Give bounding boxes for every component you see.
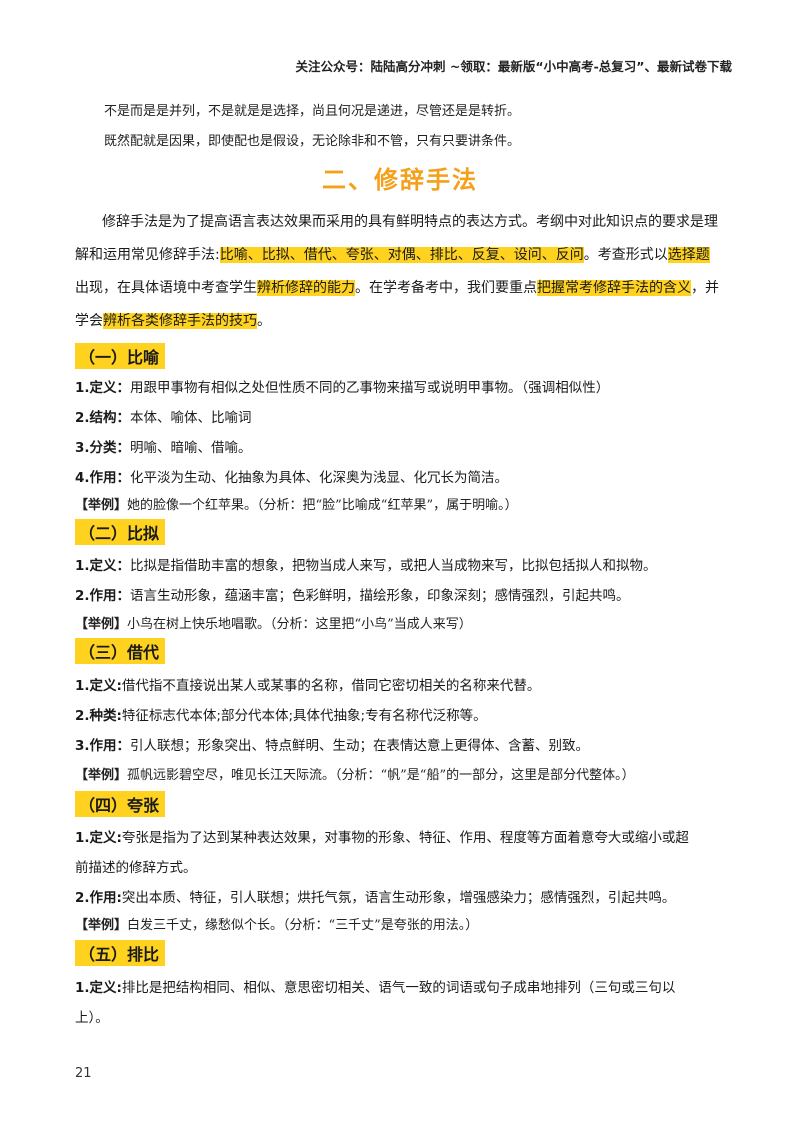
section-title: 二、修辞手法 <box>322 166 478 194</box>
metaphor-example: 【举例】她的脸像一个红苹果。（分析：把“脸”比喻成“红苹果”，属于明喻。） <box>75 498 518 513</box>
metonymy-definition: 1.定义:借代指不直接说出某人或某事的名称，借同它密切相关的名称来代替。 <box>75 678 541 694</box>
hyperbole-example: 【举例】白发三千丈，缘愁似个长。（分析：“三千丈”是夸张的用法。） <box>75 918 479 933</box>
highlight-choice-question: 选择题 <box>667 247 710 263</box>
page-header: 关注公众号：陆陆高分冲刺 ~领取：最新版“小中高考-总复习”、最新试卷下载 <box>295 59 732 74</box>
personification-definition: 1.定义：比拟是指借助丰富的想象，把物当成人来写，或把人当成物来写，比拟包括拟人… <box>75 558 657 574</box>
parallelism-definition-cont: 上）。 <box>75 1010 109 1026</box>
conjunction-rule-2: 既然配就是因果，即使配也是假设，无论除非和不管，只有只要讲条件。 <box>104 134 521 149</box>
hyperbole-definition: 1.定义:夸张是指为了达到某种表达效果，对事物的形象、特征、作用、程度等方面着意… <box>75 830 689 846</box>
metaphor-structure: 2.结构：本体、喻体、比喻词 <box>75 410 252 426</box>
hyperbole-function: 2.作用:突出本质、特征，引人联想；烘托气氛，语言生动形象，增强感染力；感情强烈… <box>75 890 676 906</box>
highlight-ability: 辨析修辞的能力 <box>257 280 355 296</box>
heading-metaphor: （一）比喻 <box>75 343 166 369</box>
heading-personification: （二）比拟 <box>75 519 166 545</box>
page-number: 21 <box>75 1066 92 1081</box>
metonymy-function: 3.作用：引人联想；形象突出、特点鲜明、生动；在表情达意上更得体、含蓄、别致。 <box>75 738 590 754</box>
metaphor-classification: 3.分类：明喻、暗喻、借喻。 <box>75 440 252 456</box>
intro-line-4: 学会辨析各类修辞手法的技巧。 <box>75 313 271 329</box>
heading-parallelism: （五）排比 <box>75 940 166 966</box>
highlight-meaning: 把握常考修辞手法的含义 <box>537 280 691 296</box>
metaphor-definition: 1.定义：用跟甲事物有相似之处但性质不同的乙事物来描写或说明甲事物。（强调相似性… <box>75 380 610 396</box>
highlight-rhetoric-list: 比喻、比拟、借代、夸张、对偶、排比、反复、设问、反问 <box>219 247 584 263</box>
parallelism-definition: 1.定义:排比是把结构相同、相似、意思密切相关、语气一致的词语或句子成串地排列（… <box>75 980 676 996</box>
personification-example: 【举例】小鸟在树上快乐地唱歌。（分析：这里把“小鸟”当成人来写） <box>75 617 472 632</box>
heading-metonymy: （三）借代 <box>75 638 166 664</box>
hyperbole-definition-cont: 前描述的修辞方式。 <box>75 860 197 876</box>
intro-line-2: 解和运用常见修辞手法:比喻、比拟、借代、夸张、对偶、排比、反复、设问、反问。考查… <box>75 247 710 263</box>
conjunction-rule-1: 不是而是是并列，不是就是是选择，尚且何况是递进，尽管还是是转折。 <box>104 104 521 119</box>
heading-hyperbole: （四）夸张 <box>75 791 166 817</box>
metaphor-function: 4.作用：化平淡为生动、化抽象为具体、化深奥为浅显、化冗长为简洁。 <box>75 470 509 486</box>
intro-line-3: 出现，在具体语境中考查学生辨析修辞的能力。在学考备考中，我们要重点把握常考修辞手… <box>75 280 719 296</box>
metonymy-example: 【举例】孤帆远影碧空尽，唯见长江天际流。（分析：“帆”是“船”的一部分，这里是部… <box>75 768 635 783</box>
highlight-skills: 辨析各类修辞手法的技巧 <box>103 313 257 329</box>
metonymy-types: 2.种类:特征标志代本体;部分代本体;具体代抽象;专有名称代泛称等。 <box>75 708 487 724</box>
intro-line-1: 修辞手法是为了提高语言表达效果而采用的具有鲜明特点的表达方式。考纲中对此知识点的… <box>102 214 718 230</box>
personification-function: 2.作用：语言生动形象，蕴涵丰富；色彩鲜明，描绘形象，印象深刻；感情强烈，引起共… <box>75 588 630 604</box>
